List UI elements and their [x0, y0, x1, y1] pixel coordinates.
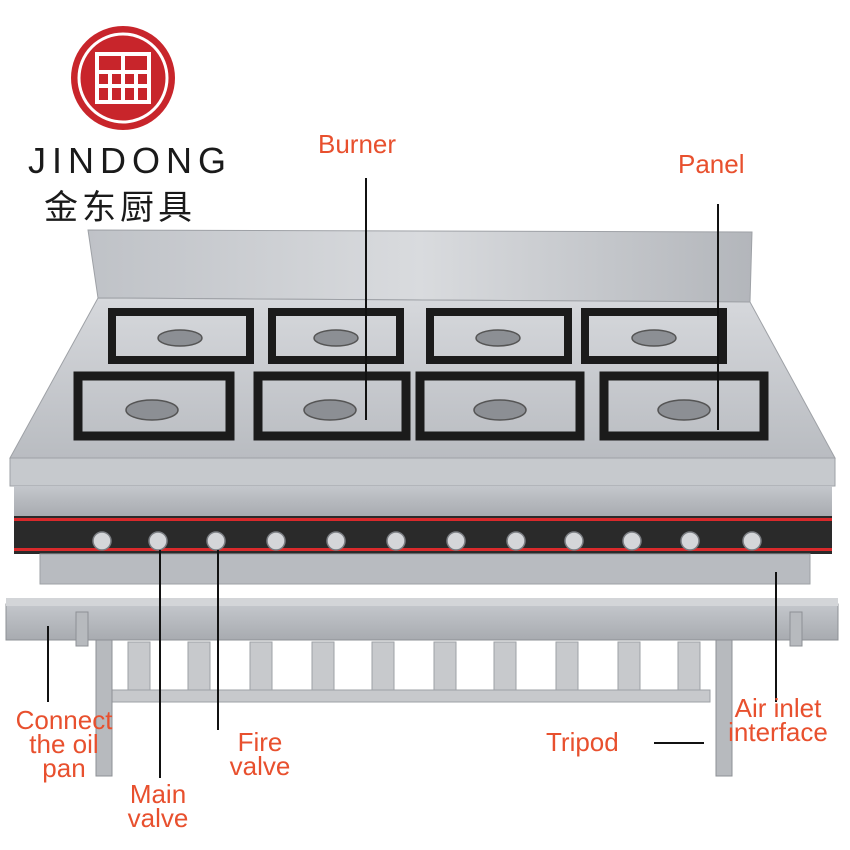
- burner-grates: [73, 308, 769, 441]
- grate-back-2: [268, 308, 404, 364]
- grate-front-4: [599, 371, 769, 441]
- knob-10: [622, 531, 642, 551]
- callout-lines: [47, 178, 777, 778]
- label-panel: Panel: [678, 149, 745, 179]
- burner-heads: [125, 329, 711, 421]
- valve-knobs: [92, 531, 762, 551]
- grate-front-3: [415, 371, 585, 441]
- legs: [75, 611, 803, 777]
- control-strip: [14, 516, 832, 554]
- knob-5: [326, 531, 346, 551]
- knob-9: [564, 531, 584, 551]
- label-main-valve: Main valve: [127, 779, 189, 833]
- knob-11: [680, 531, 700, 551]
- lower-shelf: [109, 641, 711, 703]
- grate-back-3: [426, 308, 572, 364]
- knob-1: [92, 531, 112, 551]
- knob-12: [742, 531, 762, 551]
- brand-name-cn: 金东厨具: [44, 188, 196, 228]
- grate-back-1: [108, 308, 254, 364]
- front-body: [14, 486, 832, 516]
- label-tripod: Tripod: [546, 727, 619, 757]
- knob-4: [266, 531, 286, 551]
- grate-front-1: [73, 371, 235, 441]
- front-lip: [9, 457, 836, 487]
- grate-front-2: [253, 371, 411, 441]
- knob-8: [506, 531, 526, 551]
- label-burner: Burner: [318, 129, 397, 159]
- knob-2: [148, 531, 168, 551]
- backsplash: [87, 229, 753, 303]
- oil-pan-top: [6, 598, 838, 606]
- under-frame: [39, 553, 811, 585]
- brand-name-en: JINDONG: [28, 140, 232, 181]
- label-fire-valve: Fire valve: [229, 727, 291, 781]
- jindong-logo: [71, 26, 175, 130]
- knob-3: [206, 531, 226, 551]
- knob-7: [446, 531, 466, 551]
- label-connect-oil-pan: Connect the oil pan: [15, 705, 113, 783]
- oil-pan: [5, 603, 839, 641]
- label-air-inlet: Air inlet interface: [728, 693, 828, 747]
- grate-back-4: [581, 308, 727, 364]
- knob-6: [386, 531, 406, 551]
